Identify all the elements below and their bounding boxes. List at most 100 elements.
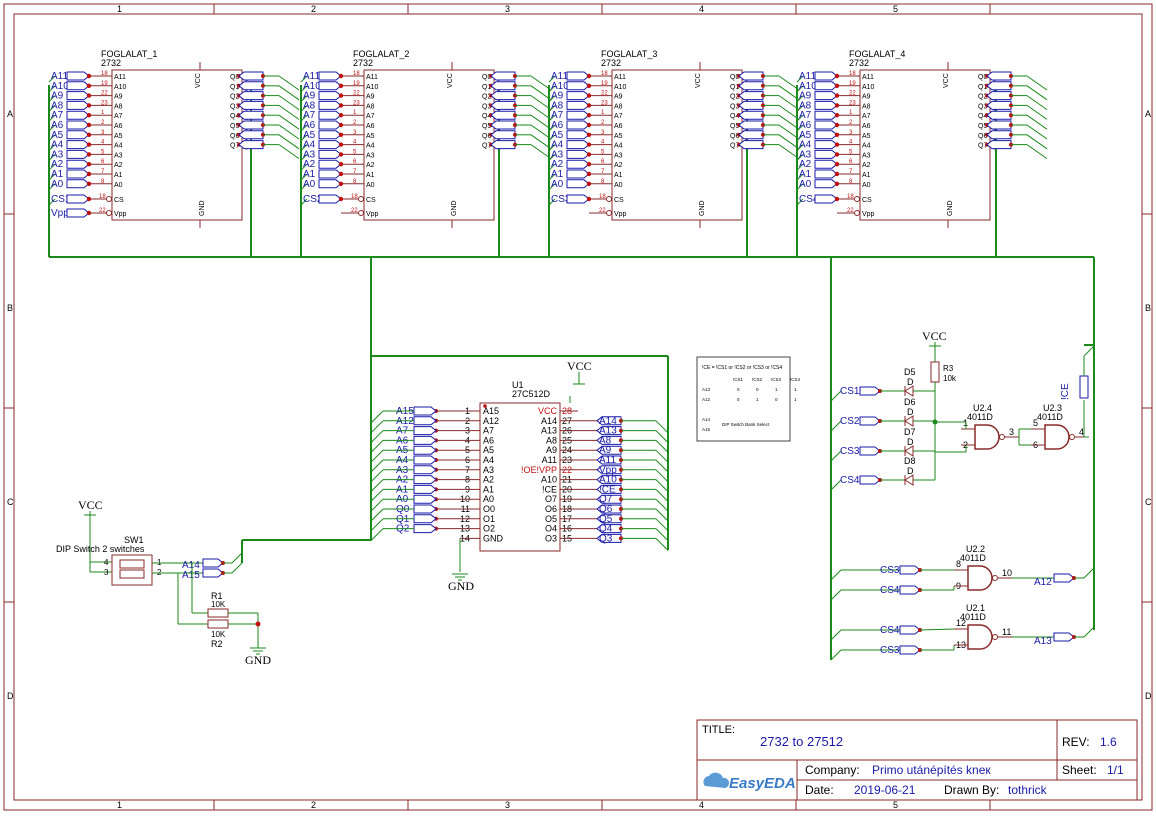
bank-select-note: !CE = !CS1 or !CS2 or !CS3 or !CS4!CS1!C…	[696, 356, 801, 442]
addr-net-flag	[1053, 632, 1075, 642]
pin-name: Q6	[482, 133, 491, 140]
pin-name: A7	[614, 113, 623, 120]
data-net-flag	[490, 130, 516, 140]
data-net-flag	[986, 120, 1012, 130]
bus-entry	[48, 95, 56, 102]
pin-number: 19	[849, 81, 856, 87]
pin-end-dot	[834, 103, 840, 108]
pin-end-dot	[586, 181, 592, 186]
bus-entry	[830, 629, 842, 641]
bus-entry	[300, 75, 308, 83]
socket-name: FOGLALAT_1	[101, 49, 157, 59]
data-net-flag	[238, 130, 264, 140]
easyeda-logo-text: EasyEDA	[729, 775, 796, 792]
r2-ref: R2	[211, 639, 223, 649]
u1-net-flag	[413, 484, 437, 494]
data-net-flag	[986, 130, 1012, 140]
address-net-flag	[814, 179, 838, 189]
u1-net-flag	[596, 514, 622, 524]
pin-name: A0	[114, 182, 123, 189]
data-net-flag	[738, 130, 764, 140]
address-net-flag	[814, 110, 838, 120]
frame-row-label-left: D	[7, 691, 14, 701]
address-net-label: A8	[303, 100, 316, 111]
pin-name: A6	[862, 123, 871, 130]
pin-number: 22	[101, 91, 108, 97]
diode-symbol	[904, 445, 914, 457]
address-net-flag	[318, 130, 342, 140]
bus-entry	[278, 95, 300, 111]
bus-entry	[796, 163, 804, 171]
address-net-flag	[566, 140, 590, 150]
bus-entry	[796, 144, 804, 151]
cs-net-flag	[859, 475, 881, 485]
address-net-label: A4	[551, 140, 564, 151]
sw-net-label: A14	[182, 560, 200, 571]
address-net-label: A4	[303, 140, 316, 151]
addr-net-label: A13	[1034, 636, 1052, 647]
u1-net-flag	[596, 524, 622, 534]
note-header-cell: !CS4	[790, 377, 801, 382]
drawn-value: tothrick	[1008, 783, 1048, 797]
pin-name: Q7	[730, 143, 739, 150]
cs-net-flag	[899, 645, 921, 655]
u1-net-label: Q5	[599, 514, 613, 525]
gate-pin-number: 4	[1079, 427, 1084, 437]
pin-number: 18	[99, 194, 106, 200]
socket-name: FOGLALAT_2	[353, 49, 409, 59]
address-net-label: A3	[303, 149, 316, 160]
bus-entry	[796, 154, 804, 161]
pin-name: A8	[862, 103, 871, 110]
bus-entry	[548, 75, 556, 83]
bus-entry	[778, 134, 800, 150]
pin-end-dot	[86, 152, 92, 157]
nand-bubble	[992, 575, 998, 581]
address-net-label: A3	[799, 149, 812, 160]
bus-entry	[278, 144, 300, 160]
u1-pin-name: A6	[483, 435, 494, 445]
bus-entry	[300, 124, 308, 132]
bus-entry	[300, 95, 308, 102]
data-net-flag	[986, 100, 1012, 110]
address-net-label: A2	[51, 159, 64, 170]
bus-entry	[655, 498, 669, 512]
pin-end-dot	[86, 113, 92, 118]
address-net-flag	[318, 179, 342, 189]
bus-entry	[48, 124, 56, 132]
bus-entry	[1026, 75, 1048, 91]
pin-number: 2	[353, 120, 357, 126]
nand-gate	[967, 565, 993, 591]
address-net-label: A11	[551, 71, 568, 82]
pin-end-dot	[86, 162, 92, 167]
bus-entry	[655, 479, 669, 492]
pin-name: Q7	[482, 143, 491, 150]
note-header-cell: !CS3	[771, 377, 782, 382]
bus-entry	[830, 390, 842, 402]
drawn-label: Drawn By:	[944, 783, 999, 797]
addr-net-flag	[1053, 573, 1075, 583]
pin-end-dot	[338, 162, 344, 167]
r1-value: 10K	[211, 600, 226, 609]
bus-entry	[370, 449, 384, 463]
address-net-label: A6	[51, 120, 64, 131]
pin-name: Q3	[230, 103, 239, 110]
pin-name: A8	[366, 103, 375, 110]
easyeda-logo: EasyEDA	[703, 772, 796, 792]
bus-entry	[796, 173, 804, 181]
ce-net-flag	[1079, 375, 1089, 399]
u1-net-flag	[596, 435, 622, 445]
pin-end-dot	[586, 142, 592, 147]
bus-entry	[655, 430, 669, 443]
address-net-label: A4	[799, 140, 812, 151]
bus-entry	[48, 75, 56, 83]
socket-gnd-label: GND	[699, 200, 706, 216]
pin-number: 4	[101, 140, 105, 146]
r-gnd-label: GND	[245, 653, 271, 667]
socket-gnd-label: GND	[947, 200, 954, 216]
pin-name: Q2	[730, 94, 739, 101]
pin-name: A11	[862, 74, 874, 81]
pin-name: Vpp	[114, 211, 127, 218]
diode-ref: D6	[904, 397, 916, 407]
